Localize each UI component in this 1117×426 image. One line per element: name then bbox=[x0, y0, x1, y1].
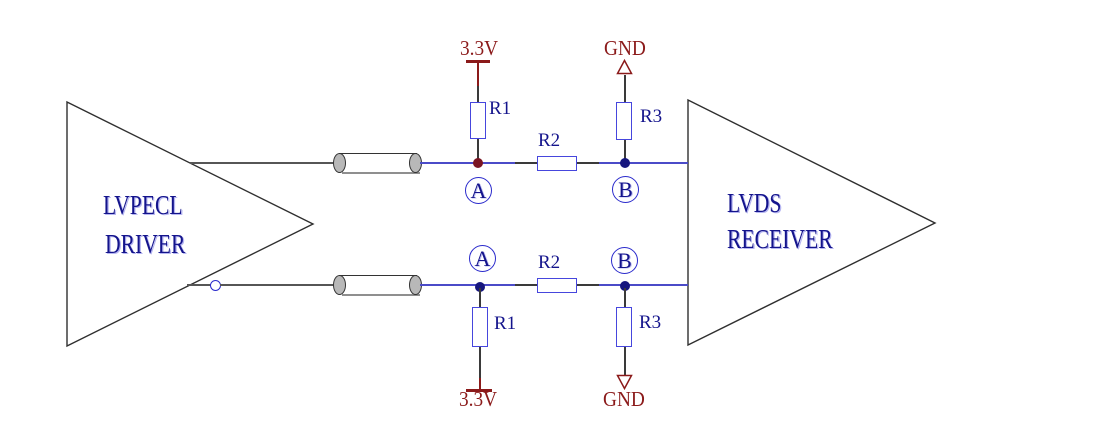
driver-label-line1: LVPECL bbox=[103, 190, 183, 220]
wire-stub-top-left-of-r2 bbox=[515, 162, 537, 164]
supply-label-top: 3.3V bbox=[460, 36, 499, 60]
resistor-r3-top-label: R3 bbox=[640, 106, 663, 127]
resistor-r2-bottom-label: R2 bbox=[538, 252, 561, 273]
lvds-receiver-symbol bbox=[687, 98, 937, 347]
supply-rail-bar-bottom bbox=[466, 389, 492, 392]
wire-stub-bottom-left-of-r2 bbox=[515, 284, 537, 286]
lead-r3-top-lower bbox=[624, 140, 626, 162]
transmission-line-top-shadow bbox=[342, 172, 420, 175]
wire-stub-top-right-of-r2 bbox=[577, 162, 599, 164]
wire-driver-out-top bbox=[190, 162, 334, 164]
wire-driver-out-bottom-stub bbox=[187, 284, 211, 286]
node-marker-a-bottom: A bbox=[469, 245, 496, 272]
supply-lead-top bbox=[477, 62, 479, 86]
lead-r1-top-upper bbox=[477, 86, 479, 102]
resistor-r2-top bbox=[537, 156, 577, 171]
junction-dot-b-bottom bbox=[620, 281, 630, 291]
ground-label-top: GND bbox=[604, 36, 646, 60]
receiver-triangle-outline bbox=[687, 98, 937, 347]
transmission-line-bottom-left-cap bbox=[333, 275, 346, 295]
node-marker-b-bottom: B bbox=[611, 247, 638, 274]
driver-label-line2: DRIVER bbox=[105, 229, 186, 259]
resistor-r3-bottom bbox=[616, 307, 632, 347]
lvpecl-driver-symbol bbox=[66, 100, 315, 348]
resistor-r1-top-label: R1 bbox=[489, 98, 512, 119]
ground-label-bottom: GND bbox=[603, 387, 645, 411]
lead-r1-bottom-upper bbox=[479, 288, 481, 307]
node-marker-b-top: B bbox=[612, 176, 639, 203]
transmission-line-top-left-cap bbox=[333, 153, 346, 173]
resistor-r3-top bbox=[616, 102, 632, 140]
junction-dot-a-top bbox=[473, 158, 483, 168]
lead-r1-bottom-lower bbox=[479, 347, 481, 378]
transmission-line-top-body bbox=[339, 153, 417, 172]
resistor-r1-top bbox=[470, 102, 486, 139]
receiver-label-line2: RECEIVER bbox=[727, 224, 833, 254]
driver-triangle-outline bbox=[66, 100, 315, 348]
ground-arrow-bottom-icon bbox=[616, 374, 633, 391]
junction-dot-a-bottom bbox=[475, 282, 485, 292]
supply-label-bottom: 3.3V bbox=[459, 387, 498, 411]
node-a-bottom-letter: A bbox=[474, 245, 491, 271]
transmission-line-bottom-shadow bbox=[342, 294, 420, 297]
lead-r3-bottom-upper bbox=[624, 288, 626, 307]
ground-arrow-top-icon bbox=[616, 58, 633, 75]
node-a-top-letter: A bbox=[470, 177, 487, 203]
lead-r3-top-upper bbox=[624, 75, 626, 102]
resistor-r1-bottom-label: R1 bbox=[494, 313, 517, 334]
supply-rail-bar-top bbox=[466, 60, 490, 63]
resistor-r3-bottom-label: R3 bbox=[639, 312, 662, 333]
wire-driver-out-bottom bbox=[220, 284, 334, 286]
junction-dot-b-top bbox=[620, 158, 630, 168]
transmission-line-bottom-body bbox=[339, 275, 417, 294]
resistor-r2-top-label: R2 bbox=[538, 130, 561, 151]
receiver-label-line1: LVDS bbox=[727, 188, 782, 218]
node-b-bottom-letter: B bbox=[617, 247, 632, 273]
node-marker-a-top: A bbox=[465, 177, 492, 204]
wire-stub-bottom-right-of-r2 bbox=[577, 284, 599, 286]
supply-lead-bottom bbox=[479, 378, 481, 389]
lead-r3-bottom-lower bbox=[624, 347, 626, 375]
node-b-top-letter: B bbox=[618, 176, 633, 202]
resistor-r1-bottom bbox=[472, 307, 488, 347]
resistor-r2-bottom bbox=[537, 278, 577, 293]
lead-r1-top-lower bbox=[477, 139, 479, 162]
